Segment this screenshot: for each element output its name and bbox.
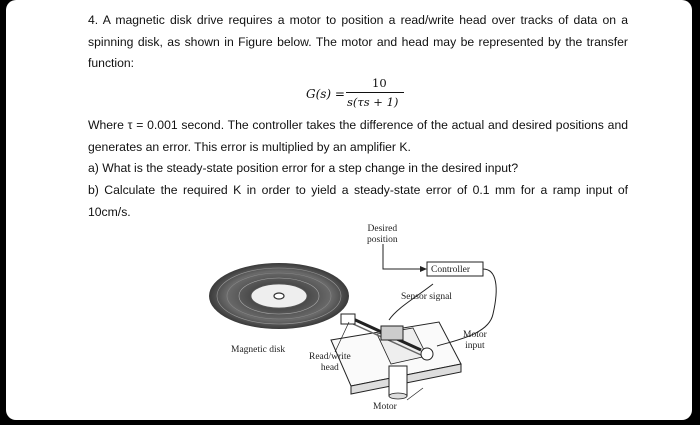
equation-denominator: s(τs + 1) [347,95,399,109]
desired-position-arrow [382,244,423,270]
read-write-text-1: Read/write [309,352,351,362]
equation-lhs: G(s) = [306,87,345,101]
controller-label: Controller [431,265,471,275]
motor-input-text-2: input [465,341,485,351]
equation-numerator: 10 [372,76,387,90]
motor-body [388,365,408,400]
document-page: 4. A magnetic disk drive requires a moto… [6,0,692,420]
disk-drive-figure: Desired position Controller Sensor signa… [201,218,501,420]
desired-position-arrowhead [420,266,427,272]
question-part-a: a) What is the steady-state position err… [88,161,519,175]
motor-input-text-1: Motor [463,330,487,340]
motor-label: Motor [373,402,397,412]
magnetic-disk-label: Magnetic disk [231,345,286,355]
sensor-signal-label: Sensor signal [401,292,452,302]
sensor-signal-wire [388,283,434,321]
problem-intro: 4. A magnetic disk drive requires a moto… [88,13,628,70]
head-pointer-line [334,321,350,353]
disk-drive-illustration [209,244,497,401]
question-part-b: b) Calculate the required K in order to … [88,183,628,219]
read-write-head-label: Read/write head [309,352,351,374]
transfer-function-equation: G(s) = 10 s(τs + 1) [306,76,426,112]
position-text: position [367,235,398,245]
desired-position-label: Desired position [367,224,398,246]
motor-input-label: Motor input [463,330,487,352]
read-write-text-2: head [320,363,339,373]
read-write-head-arm [340,313,434,361]
desired-text: Desired [367,224,398,234]
fraction-bar [346,92,404,93]
problem-context: Where τ = 0.001 second. The controller t… [88,118,628,154]
motor-input-wire [436,268,497,347]
magnetic-disk [209,263,349,329]
motor-pointer-line [406,387,424,401]
